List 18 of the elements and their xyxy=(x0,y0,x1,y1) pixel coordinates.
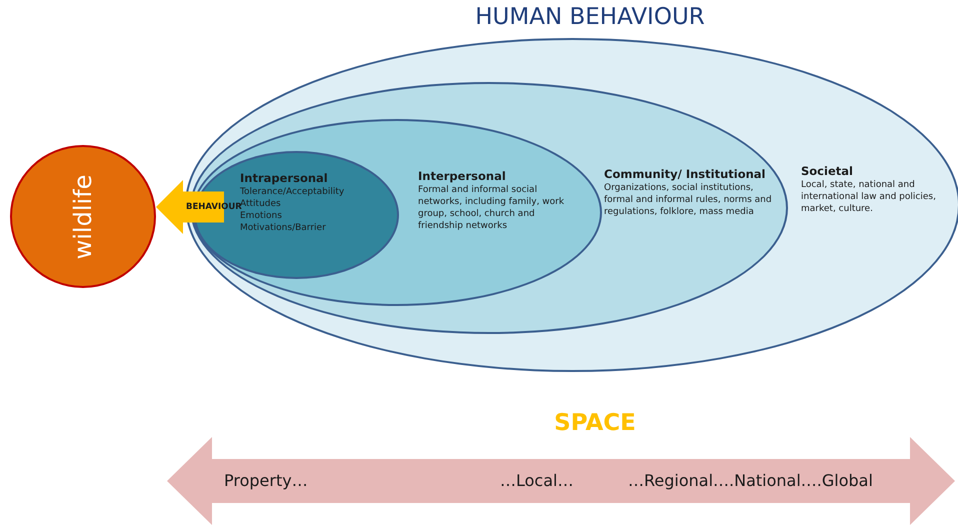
level-description: Tolerance/Acceptability xyxy=(240,186,346,198)
level-heading: Community/ Institutional xyxy=(604,167,766,181)
level-description: Formal and informal social networks, including family, work group, school, church and friendship networks xyxy=(418,184,566,232)
level-description: Emotions xyxy=(240,210,283,222)
block-arrow xyxy=(156,180,224,234)
level-description: Attitudes xyxy=(240,198,282,209)
level-description: Local, state, national and international law and policies, market, culture. xyxy=(801,179,937,215)
level-heading: Societal xyxy=(801,164,854,178)
diagram-title: HUMAN BEHAVIOUR xyxy=(474,4,706,30)
scale-label: Property… xyxy=(224,471,308,490)
axis-title: SPACE xyxy=(553,410,637,436)
node-label: wildlife xyxy=(69,174,97,259)
level-heading: Interpersonal xyxy=(418,169,507,183)
scale-label: …Regional….National….Global xyxy=(628,471,873,490)
level-description: Organizations, social institutions, formal and informal rules, norms and regulations, folklore, mass media xyxy=(604,182,773,218)
level-heading: Intrapersonal xyxy=(240,171,329,185)
scale-label: …Local… xyxy=(500,471,574,490)
level-description: Motivations/Barrier xyxy=(240,222,327,234)
